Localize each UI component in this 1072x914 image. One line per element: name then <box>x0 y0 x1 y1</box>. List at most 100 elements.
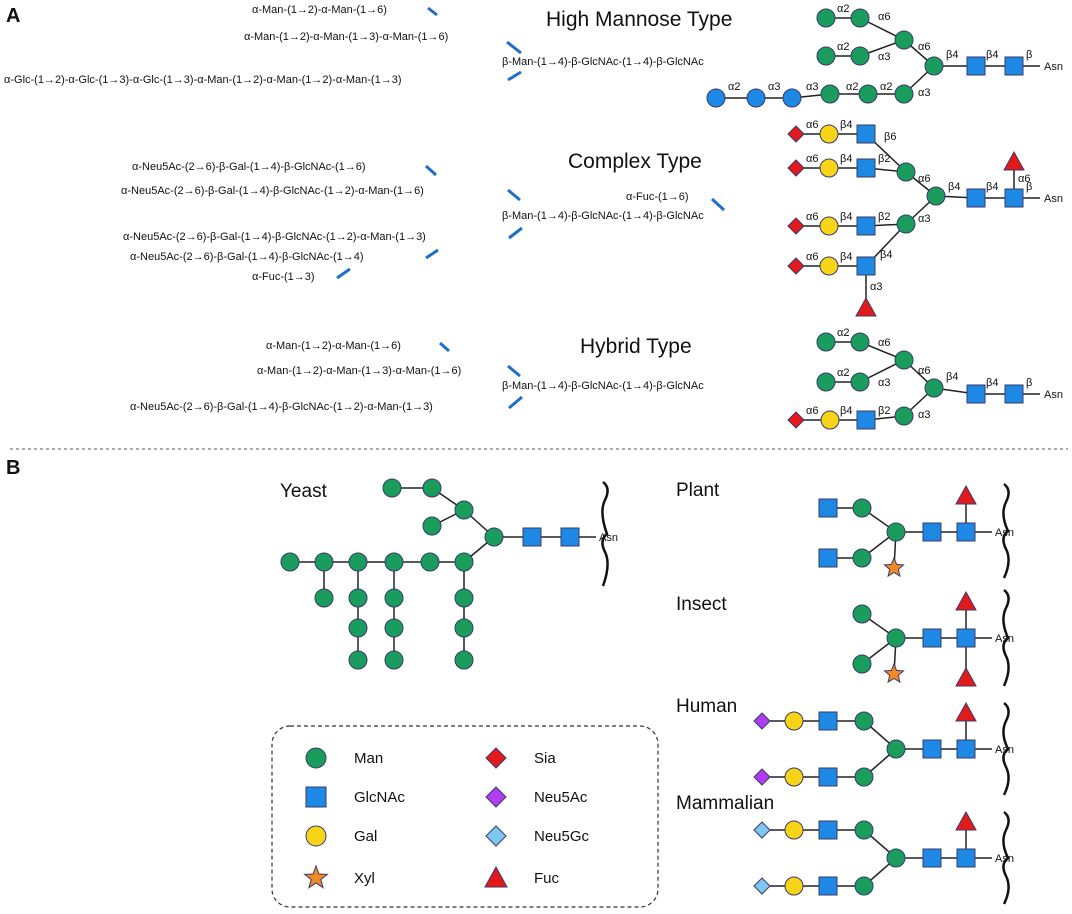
neu5gc-residue <box>753 821 771 839</box>
hm-annotation: α3 <box>806 81 818 93</box>
man-residue <box>850 332 870 352</box>
glcnac-residue <box>818 548 838 568</box>
cx-bar-1 <box>424 164 438 177</box>
glcnac-residue <box>856 256 876 276</box>
legend-item-neu5gc: Neu5Gc <box>485 825 590 847</box>
man-residue <box>384 618 404 638</box>
cx-line-4: β-Man-(1→4)-β-GlcNAc-(1→4)-β-GlcNAc <box>502 210 704 222</box>
glcnac-residue <box>1004 56 1024 76</box>
neu5ac-legend-icon <box>485 786 507 808</box>
hm-bar-2 <box>506 40 522 55</box>
complex-annotation: α6 <box>1018 173 1030 185</box>
complex-annotation: β <box>1026 181 1032 193</box>
asn-label: Asn <box>995 633 1014 645</box>
gal-residue <box>819 256 839 276</box>
legend-item-fuc: Fuc <box>484 865 560 888</box>
man-residue <box>454 650 474 670</box>
species-yeast: Yeast <box>280 481 328 502</box>
glcnac-residue <box>1004 384 1024 404</box>
hm-annotation: β <box>1026 49 1032 61</box>
complex-annotation: α3 <box>918 213 930 225</box>
asn-label: Asn <box>1044 389 1063 401</box>
glcnac-residue <box>818 876 838 896</box>
man-residue <box>886 628 906 648</box>
gal-residue <box>784 876 804 896</box>
complex-annotation: β4 <box>840 119 852 131</box>
man-residue <box>854 876 874 896</box>
membrane-braces <box>601 481 1010 905</box>
man-residue <box>894 30 914 50</box>
man-residue <box>894 84 914 104</box>
fuc-residue <box>955 590 977 611</box>
glcnac-residue <box>966 56 986 76</box>
man-residue <box>816 46 836 66</box>
man-residue <box>348 618 368 638</box>
membrane-brace <box>1002 811 1010 905</box>
hm-line-4: α-Glc-(1→2)-α-Glc-(1→3)-α-Glc-(1→3)-α-Ma… <box>4 74 402 86</box>
xyl-legend-icon <box>303 864 329 889</box>
glcnac-residue <box>922 739 942 759</box>
asn-label: Asn <box>995 744 1014 756</box>
hybrid-annotation: α2 <box>837 367 849 379</box>
gal-residue <box>819 158 839 178</box>
membrane-brace <box>1002 702 1010 796</box>
panel-b-label: B <box>6 457 20 479</box>
man-residue <box>858 84 878 104</box>
man-residue <box>484 527 504 547</box>
man-residue <box>850 372 870 392</box>
hm-bar-1 <box>427 6 438 17</box>
hybrid-title: Hybrid Type <box>580 335 692 358</box>
man-residue <box>422 516 442 536</box>
man-residue <box>854 820 874 840</box>
legend-label: Xyl <box>354 870 375 887</box>
cx-line-6: α-Neu5Ac-(2→6)-β-Gal-(1→4)-β-GlcNAc-(1→4… <box>130 251 364 263</box>
gal-residue <box>820 410 840 430</box>
man-legend-icon <box>305 747 327 769</box>
complex-annotation: β4 <box>880 249 892 261</box>
hm-annotation: α2 <box>837 41 849 53</box>
sia-residue <box>787 125 805 143</box>
glcnac-legend-icon <box>305 786 327 808</box>
cx-line-3: α-Fuc-(1→6) <box>626 191 689 203</box>
cx-line-5: α-Neu5Ac-(2→6)-β-Gal-(1→4)-β-GlcNAc-(1→2… <box>123 231 426 243</box>
complex-annotation: α6 <box>806 251 818 263</box>
hm-annotation: β4 <box>986 49 998 61</box>
glcnac-residue <box>560 527 580 547</box>
complex-annotation: α6 <box>918 173 930 185</box>
hy-bar-2 <box>507 364 521 378</box>
hm-annotation: α2 <box>837 3 849 15</box>
neu5ac-residue <box>753 712 771 730</box>
man-residue <box>454 618 474 638</box>
species-mammalian: Mammalian <box>676 793 774 814</box>
membrane-brace <box>1002 589 1010 687</box>
xyl-residue <box>883 662 905 684</box>
glcnac-residue <box>522 527 542 547</box>
cx-bar-2 <box>507 188 521 202</box>
sia-residue <box>787 257 805 275</box>
species-insect: Insect <box>676 594 727 615</box>
man-residue <box>852 654 872 674</box>
hybrid-annotation: β <box>1026 377 1032 389</box>
glcnac-residue <box>956 522 976 542</box>
glcnac-residue <box>856 158 876 178</box>
glcnac-residue <box>818 767 838 787</box>
neu5gc-legend-icon <box>485 825 507 847</box>
complex-linkage-text: α-Neu5Ac-(2→6)-β-Gal-(1→4)-β-GlcNAc-(1→6… <box>121 161 726 283</box>
glcnac-residue <box>956 739 976 759</box>
glcnac-residue <box>1004 188 1024 208</box>
man-residue <box>454 500 474 520</box>
complex-title: Complex Type <box>568 150 702 173</box>
hybrid-annotation: β4 <box>986 377 998 389</box>
man-residue <box>850 8 870 28</box>
hy-line-3: β-Man-(1→4)-β-GlcNAc-(1→4)-β-GlcNAc <box>502 380 704 392</box>
membrane-brace <box>1002 483 1010 579</box>
glcnac-residue <box>856 216 876 236</box>
man-residue <box>314 588 334 608</box>
hy-line-4: α-Neu5Ac-(2→6)-β-Gal-(1→4)-β-GlcNAc-(1→2… <box>130 401 433 413</box>
man-residue <box>924 56 944 76</box>
glc-residue <box>706 88 726 108</box>
species-plant: Plant <box>676 480 720 501</box>
legend-item-man: Man <box>305 747 383 769</box>
asn-label: Asn <box>1044 61 1063 73</box>
hm-annotation: α3 <box>768 81 780 93</box>
